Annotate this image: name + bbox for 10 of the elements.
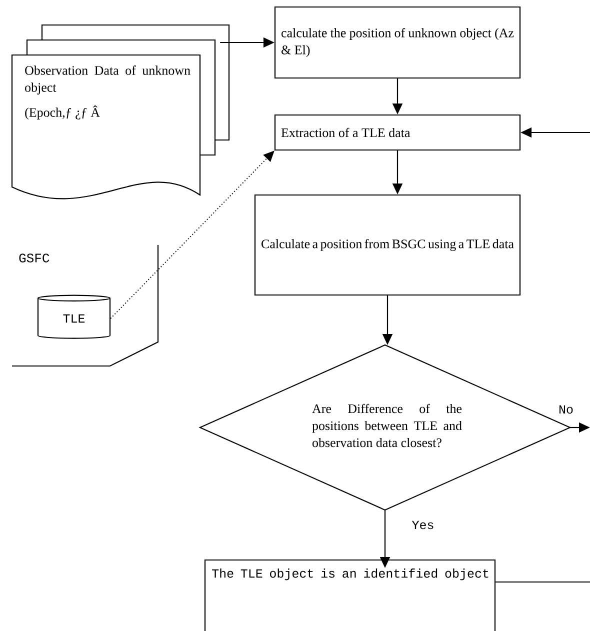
process-box: calculate the position of unknown object (Az & El) bbox=[274, 6, 521, 79]
edge-label: No bbox=[560, 405, 573, 414]
process-box: The TLE object is an identified object bbox=[204, 559, 496, 631]
database-cylinder: TLE bbox=[37, 294, 111, 339]
process-box: Calculate a position from BSGC using a TLE data bbox=[254, 194, 521, 296]
edge-label: Yes bbox=[412, 520, 434, 530]
arrow bbox=[110, 150, 274, 319]
document-stack: Observation Data of unknown object (Epoch,ƒ ¿ƒ Â bbox=[11, 24, 230, 200]
process-box: Extraction of a TLE data bbox=[274, 114, 521, 151]
site-label: GSFC bbox=[19, 254, 50, 262]
